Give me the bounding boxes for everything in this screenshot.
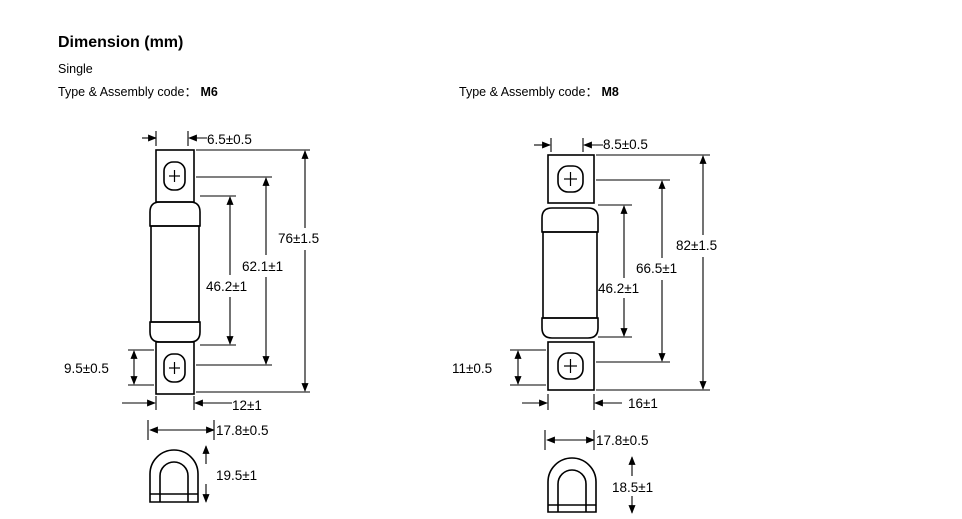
end-view-m6 [149,449,199,503]
dim-tab-width-m8: 8.5±0.5 [603,137,648,152]
dim-body-length-m8: 46.2±1 [598,281,639,296]
end-view-m8 [547,457,597,513]
single-label: Single [58,62,93,76]
top-mounting-hole [557,165,584,193]
assembly-code-m8: M8 [601,85,619,99]
fuse-m8-drawing [541,154,599,391]
type-assembly-label: Type & Assembly code： [58,85,197,99]
dim-end-height-m8: 18.5±1 [612,480,653,495]
dim-overall-m6: 76±1.5 [278,231,319,246]
fuse-body [150,225,200,323]
bottom-terminal-tab [547,341,595,391]
dim-tab-offset-m8: 16±1 [628,396,658,411]
upper-end-cap [149,201,201,227]
dim-tab-height-m8: 11±0.5 [452,361,492,376]
dim-tab-height-m6: 9.5±0.5 [64,361,109,376]
dim-tab-offset-m6: 12±1 [232,398,262,413]
top-terminal-tab [547,154,595,204]
dim-diameter-m8: 17.8±0.5 [596,433,648,448]
dim-overall-m8: 82±1.5 [676,238,717,253]
dim-diameter-m6: 17.8±0.5 [216,423,268,438]
page-title: Dimension (mm) [58,34,184,51]
fuse-body [542,231,598,319]
plus-icon [169,170,180,374]
lower-end-cap [149,321,201,343]
type-assembly-label: Type & Assembly code： [459,85,598,99]
dim-end-height-m6: 19.5±1 [216,468,257,483]
fuse-m6-drawing [149,149,201,395]
dim-hole-span-m6: 62.1±1 [242,259,283,274]
bottom-mounting-hole [557,352,584,380]
bottom-mounting-hole [163,353,186,383]
dim-tab-width-m6: 6.5±0.5 [207,132,252,147]
type-assembly-left: Type & Assembly code： M6 [58,81,218,100]
upper-end-cap [541,207,599,233]
lower-end-cap [541,317,599,339]
dim-hole-span-m8: 66.5±1 [636,261,677,276]
top-mounting-hole [163,161,186,191]
dim-body-length-m6: 46.2±1 [206,279,247,294]
plus-icon [564,172,577,373]
bottom-terminal-tab [155,341,195,395]
type-assembly-right: Type & Assembly code： M8 [459,81,619,100]
assembly-code-m6: M6 [200,85,218,99]
